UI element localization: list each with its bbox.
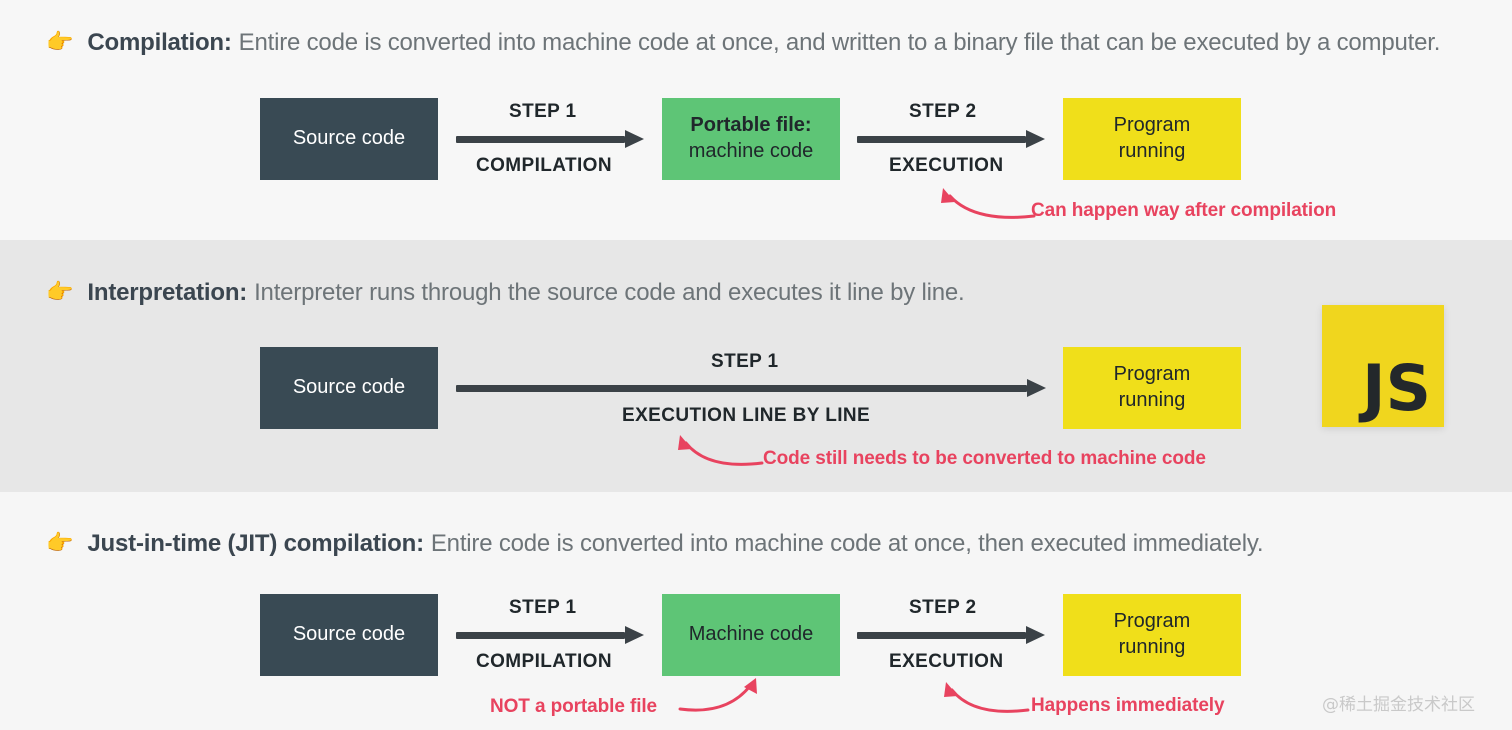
annotation-happens-immediately: Happens immediately bbox=[1031, 695, 1225, 716]
annotation-can-happen-after: Can happen way after compilation bbox=[1031, 200, 1337, 221]
arrow-step-label-1: STEP 1 bbox=[711, 351, 779, 372]
arrow-sublabel-2: EXECUTION bbox=[889, 651, 1004, 672]
pointing-hand-icon: 👉 bbox=[46, 29, 74, 54]
box-line: Program bbox=[1113, 610, 1191, 633]
arrow-execution-line-by-line bbox=[456, 379, 1046, 397]
arrow-step-label-2: STEP 2 bbox=[909, 101, 977, 122]
box-line: Source code bbox=[292, 376, 406, 399]
box-line: Portable file: bbox=[690, 114, 812, 137]
arrow-compilation-2 bbox=[456, 626, 644, 644]
watermark: @稀土掘金技术社区 bbox=[1322, 695, 1475, 715]
annotation-curve-icon-2 bbox=[678, 435, 764, 466]
box-line: Program bbox=[1113, 114, 1191, 137]
javascript-logo: JS bbox=[1322, 305, 1444, 427]
box-source-code: Source code bbox=[260, 594, 438, 676]
heading-label-bold: Compilation: bbox=[87, 29, 232, 56]
annotation-curve-icon-3 bbox=[678, 678, 757, 712]
box-source-code: Source code bbox=[260, 347, 438, 429]
arrow-execution-2 bbox=[857, 626, 1045, 644]
annotation-curve-icon-1 bbox=[941, 188, 1036, 219]
arrow-compilation-1 bbox=[456, 130, 644, 148]
heading-interpretation: 👉 Interpretation: Interpreter runs throu… bbox=[46, 279, 965, 307]
arrow-execution-1 bbox=[857, 130, 1045, 148]
heading-label-bold: Just-in-time (JIT) compilation: bbox=[87, 530, 424, 557]
heading-label-rest: Entire code is converted into machine co… bbox=[430, 530, 1264, 557]
heading-label-rest: Entire code is converted into machine co… bbox=[238, 29, 1441, 56]
box-line: running bbox=[1118, 636, 1186, 658]
arrow-step-label-1: STEP 1 bbox=[509, 597, 577, 618]
box-line: Program bbox=[1113, 363, 1191, 386]
arrow-sublabel-1: EXECUTION LINE BY LINE bbox=[622, 405, 871, 426]
arrow-sublabel-2: EXECUTION bbox=[889, 155, 1004, 176]
arrow-sublabel-1: COMPILATION bbox=[476, 155, 612, 176]
heading-jit: 👉 Just-in-time (JIT) compilation: Entire… bbox=[46, 530, 1264, 558]
box-portable-file: Portable file: machine code bbox=[662, 98, 840, 180]
section-background-interpretation bbox=[0, 240, 1512, 492]
pointing-hand-icon: 👉 bbox=[46, 279, 74, 304]
arrow-step-label-2: STEP 2 bbox=[909, 597, 977, 618]
heading-label-rest: Interpreter runs through the source code… bbox=[254, 279, 965, 306]
arrow-step-label-1: STEP 1 bbox=[509, 101, 577, 122]
box-line: Source code bbox=[292, 127, 406, 150]
box-source-code: Source code bbox=[260, 98, 438, 180]
box-program-running: Program running bbox=[1063, 594, 1241, 676]
annotation-curve-icon-4 bbox=[944, 682, 1030, 713]
pointing-hand-icon: 👉 bbox=[46, 530, 74, 555]
box-program-running: Program running bbox=[1063, 347, 1241, 429]
arrow-sublabel-1: COMPILATION bbox=[476, 651, 612, 672]
box-machine-code: Machine code bbox=[662, 594, 840, 676]
heading-compilation: 👉 Compilation: Entire code is converted … bbox=[46, 29, 1440, 57]
heading-label-bold: Interpretation: bbox=[87, 279, 248, 306]
box-program-running: Program running bbox=[1063, 98, 1241, 180]
javascript-logo-label: JS bbox=[1362, 352, 1431, 426]
box-line: Source code bbox=[292, 623, 406, 646]
box-line: running bbox=[1118, 140, 1186, 162]
annotation-code-still-needs-conversion: Code still needs to be converted to mach… bbox=[763, 448, 1206, 469]
annotation-not-a-portable-file: NOT a portable file bbox=[490, 696, 658, 717]
box-line: running bbox=[1118, 389, 1186, 411]
box-line: Machine code bbox=[688, 623, 814, 646]
box-line: machine code bbox=[688, 140, 814, 162]
